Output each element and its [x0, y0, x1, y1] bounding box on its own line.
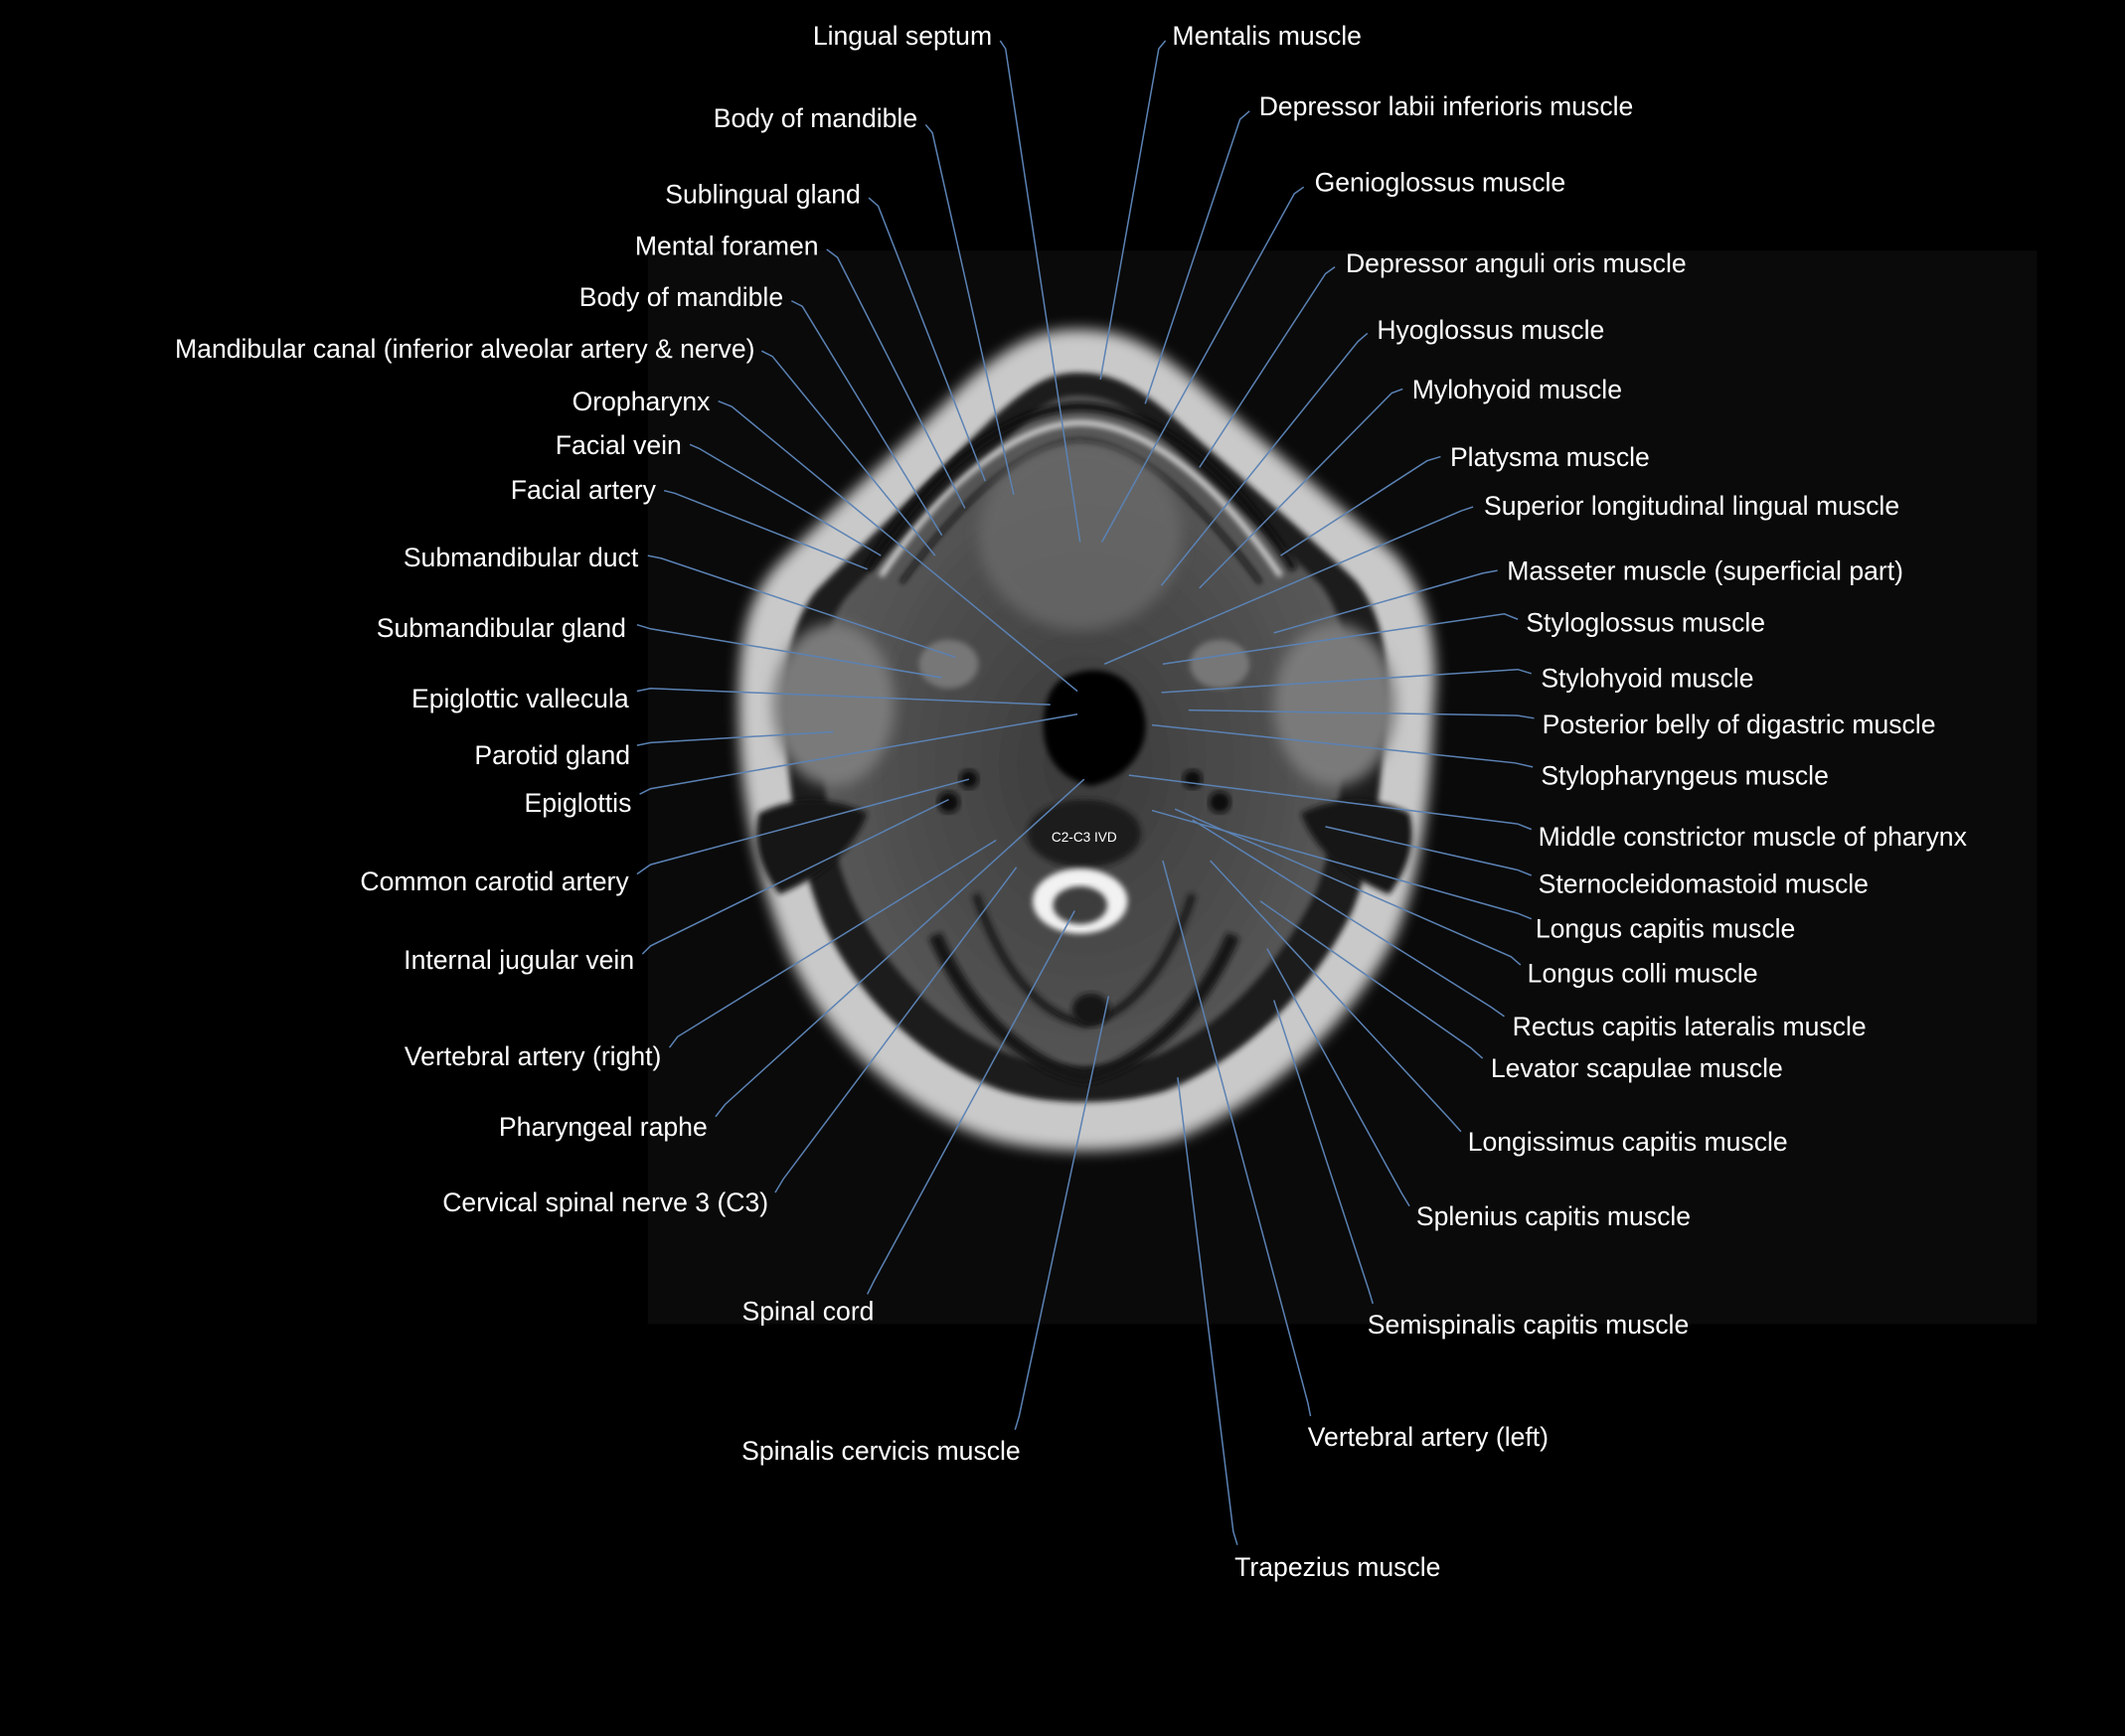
- label-genioglossus-muscle: Genioglossus muscle: [1315, 167, 1566, 197]
- label-hyoglossus-muscle: Hyoglossus muscle: [1377, 315, 1604, 345]
- leader-line-spinal-cord: [866, 910, 1075, 1295]
- label-spinalis-cervicis-muscle: Spinalis cervicis muscle: [741, 1436, 1021, 1466]
- leader-line-mylohyoid-muscle: [1199, 388, 1403, 589]
- leader-line-epiglottis: [639, 712, 1078, 795]
- leader-line-longus-colli-muscle: [1174, 808, 1522, 966]
- leader-line-pharyngeal-raphe: [715, 778, 1085, 1118]
- leader-lines: [636, 40, 1535, 1545]
- leader-line-genioglossus-muscle: [1100, 186, 1305, 543]
- label-styloglossus-muscle: Styloglossus muscle: [1526, 608, 1765, 638]
- label-sublingual-gland: Sublingual gland: [665, 180, 861, 210]
- label-common-carotid-artery: Common carotid artery: [360, 867, 629, 896]
- leader-line-hyoglossus-muscle: [1160, 332, 1369, 586]
- leader-line-submandibular-duct: [647, 554, 956, 659]
- leader-line-lingual-septum: [999, 40, 1081, 543]
- leader-line-sternocleidomastoid-muscle: [1325, 826, 1533, 876]
- leader-line-platysma-muscle: [1280, 455, 1441, 556]
- leader-line-sublingual-gland: [868, 197, 986, 482]
- leader-line-oropharynx: [718, 399, 1078, 693]
- label-lingual-septum: Lingual septum: [813, 21, 992, 51]
- leader-line-trapezius-muscle: [1177, 1077, 1238, 1545]
- leader-line-depressor-anguli-oris-muscle: [1199, 266, 1336, 468]
- label-masseter-muscle-superficial-part: Masseter muscle (superficial part): [1507, 556, 1903, 586]
- leader-line-facial-vein: [689, 443, 882, 556]
- label-vertebral-artery-left: Vertebral artery (left): [1308, 1422, 1549, 1452]
- label-longus-colli-muscle: Longus colli muscle: [1528, 959, 1758, 989]
- label-longus-capitis-muscle: Longus capitis muscle: [1536, 914, 1795, 944]
- leader-line-middle-constrictor-muscle-of-pharynx: [1128, 774, 1533, 831]
- leader-line-masseter-muscle-superficial-part: [1273, 569, 1498, 634]
- leader-line-common-carotid-artery: [636, 778, 970, 875]
- label-levator-scapulae-muscle: Levator scapulae muscle: [1491, 1053, 1783, 1083]
- label-body-of-mandible: Body of mandible: [579, 282, 783, 312]
- leader-line-facial-artery: [663, 489, 868, 570]
- label-facial-vein: Facial vein: [556, 430, 682, 460]
- leader-line-depressor-labii-inferioris-muscle: [1144, 110, 1250, 404]
- leader-line-longissimus-capitis-muscle: [1210, 860, 1462, 1133]
- mri-scan-image: [647, 250, 2038, 1325]
- leader-line-internal-jugular-vein: [641, 798, 949, 955]
- leader-line-stylohyoid-muscle: [1161, 668, 1532, 694]
- label-sternocleidomastoid-muscle: Sternocleidomastoid muscle: [1539, 869, 1869, 899]
- label-submandibular-gland: Submandibular gland: [377, 613, 626, 643]
- level-marker: C2-C3 IVD: [1052, 830, 1117, 845]
- label-splenius-capitis-muscle: Splenius capitis muscle: [1416, 1201, 1691, 1231]
- label-stylohyoid-muscle: Stylohyoid muscle: [1541, 663, 1753, 693]
- leader-line-vertebral-artery-left: [1162, 860, 1312, 1417]
- label-oropharynx: Oropharynx: [572, 387, 711, 416]
- label-rectus-capitis-lateralis-muscle: Rectus capitis lateralis muscle: [1513, 1012, 1867, 1041]
- label-epiglottis: Epiglottis: [525, 788, 632, 818]
- leader-line-body-of-mandible: [790, 300, 943, 537]
- label-spinal-cord: Spinal cord: [742, 1296, 875, 1326]
- leader-line-posterior-belly-of-digastric-muscle: [1188, 709, 1535, 719]
- label-longissimus-capitis-muscle: Longissimus capitis muscle: [1468, 1127, 1788, 1157]
- leader-line-longus-capitis-muscle: [1151, 809, 1533, 920]
- label-platysma-muscle: Platysma muscle: [1450, 442, 1650, 472]
- leader-line-splenius-capitis-muscle: [1266, 948, 1410, 1207]
- label-mylohyoid-muscle: Mylohyoid muscle: [1412, 375, 1622, 404]
- leader-line-styloglossus-muscle: [1162, 613, 1519, 665]
- leader-line-cervical-spinal-nerve-3-c3: [774, 867, 1018, 1193]
- label-epiglottic-vallecula: Epiglottic vallecula: [411, 684, 629, 713]
- label-vertebral-artery-right: Vertebral artery (right): [405, 1041, 661, 1071]
- leader-line-rectus-capitis-lateralis-muscle: [1192, 819, 1505, 1018]
- leader-line-levator-scapulae-muscle: [1259, 900, 1484, 1059]
- leader-line-vertebral-artery-right: [668, 839, 997, 1048]
- label-pharyngeal-raphe: Pharyngeal raphe: [499, 1112, 708, 1142]
- leader-line-stylopharyngeus-muscle: [1151, 723, 1534, 768]
- leader-line-mandibular-canal-inferior-alveolar-artery-nerve: [760, 350, 936, 556]
- leader-line-semispinalis-capitis-muscle: [1272, 1000, 1374, 1305]
- label-mentalis-muscle: Mentalis muscle: [1172, 21, 1362, 51]
- leader-line-body-of-mandible: [924, 123, 1015, 495]
- label-internal-jugular-vein: Internal jugular vein: [404, 945, 634, 975]
- leader-line-spinalis-cervicis-muscle: [1014, 996, 1110, 1431]
- leader-line-mental-foramen: [826, 248, 966, 509]
- label-submandibular-duct: Submandibular duct: [404, 543, 639, 572]
- leader-line-superior-longitudinal-lingual-muscle: [1103, 506, 1474, 665]
- label-body-of-mandible: Body of mandible: [714, 103, 917, 133]
- label-parotid-gland: Parotid gland: [474, 740, 630, 770]
- leader-line-submandibular-gland: [636, 623, 942, 679]
- label-posterior-belly-of-digastric-muscle: Posterior belly of digastric muscle: [1543, 710, 1936, 739]
- label-mandibular-canal-inferior-alveolar-artery-nerve: Mandibular canal (inferior alveolar arte…: [175, 334, 754, 364]
- leader-line-mentalis-muscle: [1099, 40, 1167, 380]
- label-cervical-spinal-nerve-3-c3: Cervical spinal nerve 3 (C3): [442, 1187, 768, 1217]
- label-trapezius-muscle: Trapezius muscle: [1234, 1552, 1440, 1582]
- label-stylopharyngeus-muscle: Stylopharyngeus muscle: [1541, 761, 1829, 791]
- label-mental-foramen: Mental foramen: [635, 231, 819, 260]
- label-middle-constrictor-muscle-of-pharynx: Middle constrictor muscle of pharynx: [1539, 822, 1967, 852]
- label-depressor-labii-inferioris-muscle: Depressor labii inferioris muscle: [1259, 91, 1634, 121]
- leader-line-parotid-gland: [636, 730, 834, 746]
- label-superior-longitudinal-lingual-muscle: Superior longitudinal lingual muscle: [1484, 491, 1899, 521]
- label-facial-artery: Facial artery: [511, 475, 657, 505]
- label-depressor-anguli-oris-muscle: Depressor anguli oris muscle: [1346, 248, 1687, 278]
- leader-line-epiglottic-vallecula: [636, 688, 1051, 706]
- label-semispinalis-capitis-muscle: Semispinalis capitis muscle: [1368, 1310, 1689, 1340]
